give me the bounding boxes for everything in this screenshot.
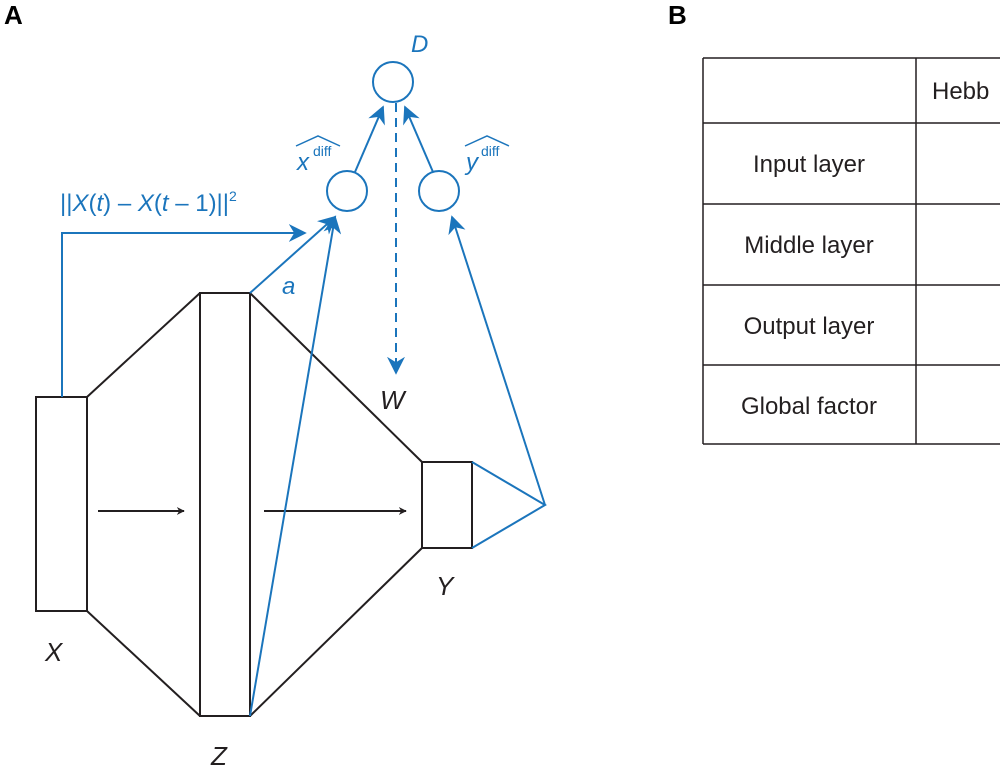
label-a: a bbox=[282, 273, 295, 300]
x-z-upper-edge bbox=[86, 292, 201, 398]
layer-x-box bbox=[35, 396, 88, 612]
label-x: X bbox=[44, 637, 64, 667]
table-grid bbox=[702, 57, 1000, 445]
y-to-ydiff-line bbox=[448, 215, 546, 506]
layer-y-box bbox=[421, 461, 473, 549]
panel-letter-a: A bbox=[4, 0, 23, 30]
y-diff-base: y bbox=[464, 149, 480, 176]
panel-letter-b: B bbox=[668, 0, 687, 30]
learning-rule-table: Hebb Input layer Middle layer Output lay… bbox=[702, 57, 1000, 445]
x-diff-hat bbox=[295, 135, 341, 147]
node-x-diff bbox=[326, 170, 368, 212]
z-y-lower-edge bbox=[249, 547, 423, 717]
node-d bbox=[372, 61, 414, 103]
input-change-arrow bbox=[61, 224, 307, 397]
z-to-xdiff-line bbox=[249, 215, 342, 717]
table-row-middle-layer: Middle layer bbox=[744, 232, 873, 259]
ydiff-to-d-arrow bbox=[403, 105, 434, 173]
label-d: D bbox=[411, 31, 428, 58]
y-convergence-lines bbox=[471, 461, 547, 549]
label-x-diff: x diff bbox=[295, 135, 341, 176]
layer-z-box bbox=[199, 292, 251, 717]
weight-a-line bbox=[249, 215, 337, 294]
table-row-input-layer: Input layer bbox=[753, 151, 865, 178]
label-w: W bbox=[380, 385, 407, 415]
z-y-upper-edge bbox=[249, 292, 423, 463]
input-change-formula: ||X(t) – X(t – 1)||2 bbox=[60, 188, 237, 217]
x-diff-sup: diff bbox=[313, 143, 332, 159]
node-y-diff bbox=[418, 170, 460, 212]
y-diff-sup: diff bbox=[481, 143, 500, 159]
table-header-hebb: Hebb bbox=[932, 78, 989, 105]
xdiff-to-d-arrow bbox=[354, 105, 385, 173]
x-z-lower-edge bbox=[86, 610, 201, 717]
y-diff-hat bbox=[464, 135, 510, 147]
table-row-output-layer: Output layer bbox=[744, 313, 875, 340]
label-z: Z bbox=[210, 741, 228, 769]
label-y-diff: y diff bbox=[464, 135, 510, 176]
label-y: Y bbox=[436, 571, 455, 601]
x-diff-base: x bbox=[296, 149, 310, 176]
network-diagram: X Z Y W D a x diff y diff ||X(t) – X(t –… bbox=[35, 31, 547, 769]
table-row-global-factor: Global factor bbox=[741, 393, 877, 420]
